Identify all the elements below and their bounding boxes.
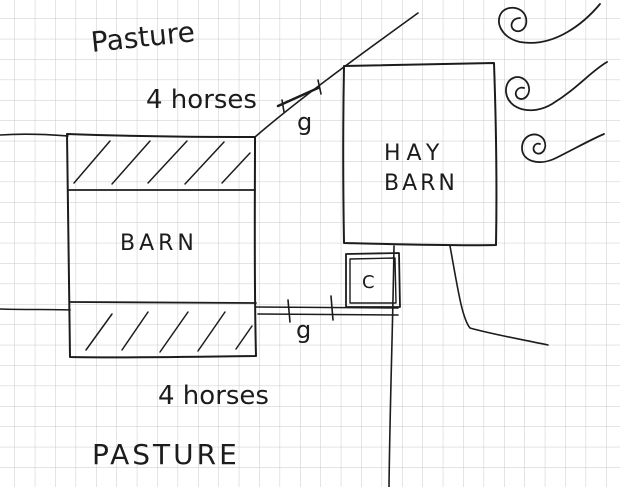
hay-barn-label-line2: BARN xyxy=(384,171,458,196)
horses-top-label: 4 horses xyxy=(146,85,257,115)
horses-bottom-label: 4 horses xyxy=(158,381,269,411)
gate-top-marks xyxy=(276,79,322,113)
hay-barn xyxy=(342,62,498,247)
gate-bottom-label: g xyxy=(296,316,311,344)
c-stall xyxy=(345,252,401,308)
gate-bottom-marks xyxy=(287,295,334,323)
barn-label: BARN xyxy=(120,231,198,256)
fence-lines xyxy=(0,12,549,487)
swirl-icon xyxy=(505,61,608,112)
c-stall-label: C xyxy=(362,272,375,293)
barn-hatch-bottom xyxy=(85,311,253,353)
hay-barn-label-line1: HAY xyxy=(384,141,445,166)
swirl-doodles xyxy=(498,3,608,163)
swirl-icon xyxy=(521,133,605,163)
gate-top-label: g xyxy=(297,108,312,136)
swirl-icon xyxy=(498,3,601,44)
barn-hatch-top xyxy=(73,140,251,185)
pasture-bottom-label: PASTURE xyxy=(92,438,240,471)
barn xyxy=(66,133,257,359)
